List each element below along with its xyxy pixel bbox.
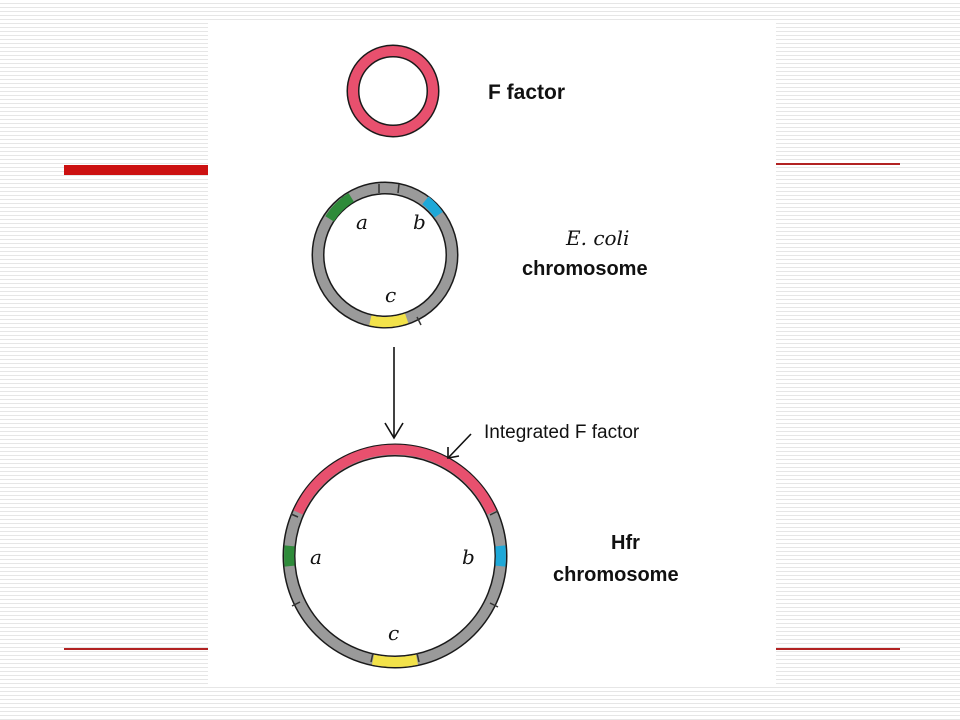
f-factor-plasmid bbox=[346, 44, 440, 138]
slide-thin-red-rule-bottom-left bbox=[64, 648, 214, 650]
ecoli-label-line1: E. coli bbox=[565, 226, 629, 250]
f-factor-label: F factor bbox=[488, 81, 565, 104]
ecoli-gene-c-label: c bbox=[385, 283, 396, 307]
hfr-gene-c-segment bbox=[371, 654, 419, 668]
ecoli-gene-c-segment bbox=[369, 313, 409, 327]
slide-thin-red-rule-bottom-right bbox=[770, 648, 900, 650]
ecoli-gene-b-label: b bbox=[413, 210, 426, 234]
ecoli-gene-a-label: a bbox=[356, 210, 368, 234]
slide-thin-red-rule-right bbox=[770, 163, 900, 165]
hfr-gene-b-label: b bbox=[462, 545, 475, 569]
integrated-f-factor-callout: Integrated F factor bbox=[484, 422, 640, 443]
hfr-integrated-f-segment bbox=[293, 444, 497, 515]
hfr-gene-a-label: a bbox=[310, 545, 322, 569]
slide-thick-red-rule bbox=[64, 165, 214, 175]
ecoli-label-line2: chromosome bbox=[522, 258, 648, 280]
integration-arrow bbox=[384, 347, 404, 440]
hfr-label-line1: Hfr bbox=[611, 532, 640, 554]
ecoli-gene-b-segment bbox=[422, 196, 443, 218]
ecoli-gene-a-segment bbox=[325, 193, 354, 222]
callout-pointer-arrow bbox=[447, 433, 472, 459]
hfr-label-line2: chromosome bbox=[553, 564, 679, 586]
hfr-gene-c-label: c bbox=[388, 621, 399, 645]
figure-panel bbox=[208, 22, 776, 686]
